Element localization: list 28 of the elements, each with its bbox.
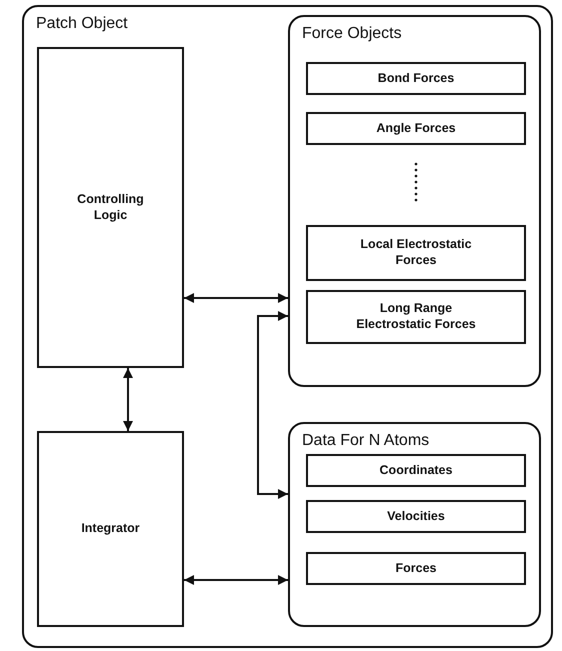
box-label: Angle Forces	[375, 120, 457, 136]
process-box	[306, 552, 526, 585]
box-label: Integrator	[80, 521, 141, 537]
box-label: Controlling Logic	[76, 192, 145, 224]
arrow	[123, 368, 133, 431]
process-box	[306, 290, 526, 344]
process-box	[306, 500, 526, 533]
box-label: Velocities	[386, 508, 446, 524]
panel-title: Patch Object	[36, 15, 128, 33]
box-label: Long Range Electrostatic Forces	[355, 301, 477, 333]
box-label: Coordinates	[378, 462, 454, 478]
box-label: Forces	[394, 560, 438, 576]
arrow	[184, 575, 288, 585]
box-label: Local Electrostatic Forces	[359, 237, 473, 269]
process-box	[306, 62, 526, 95]
process-box	[306, 112, 526, 145]
group-panel	[22, 5, 553, 648]
panel-title: Data For N Atoms	[302, 432, 430, 450]
arrow	[257, 311, 288, 499]
group-panel	[288, 15, 541, 387]
process-box	[306, 225, 526, 281]
panel-title: Force Objects	[302, 25, 402, 43]
arrow	[184, 293, 288, 303]
group-panel	[288, 422, 541, 627]
process-box	[37, 47, 184, 368]
process-box	[37, 431, 184, 627]
process-box	[306, 454, 526, 487]
box-label: Bond Forces	[376, 70, 456, 86]
